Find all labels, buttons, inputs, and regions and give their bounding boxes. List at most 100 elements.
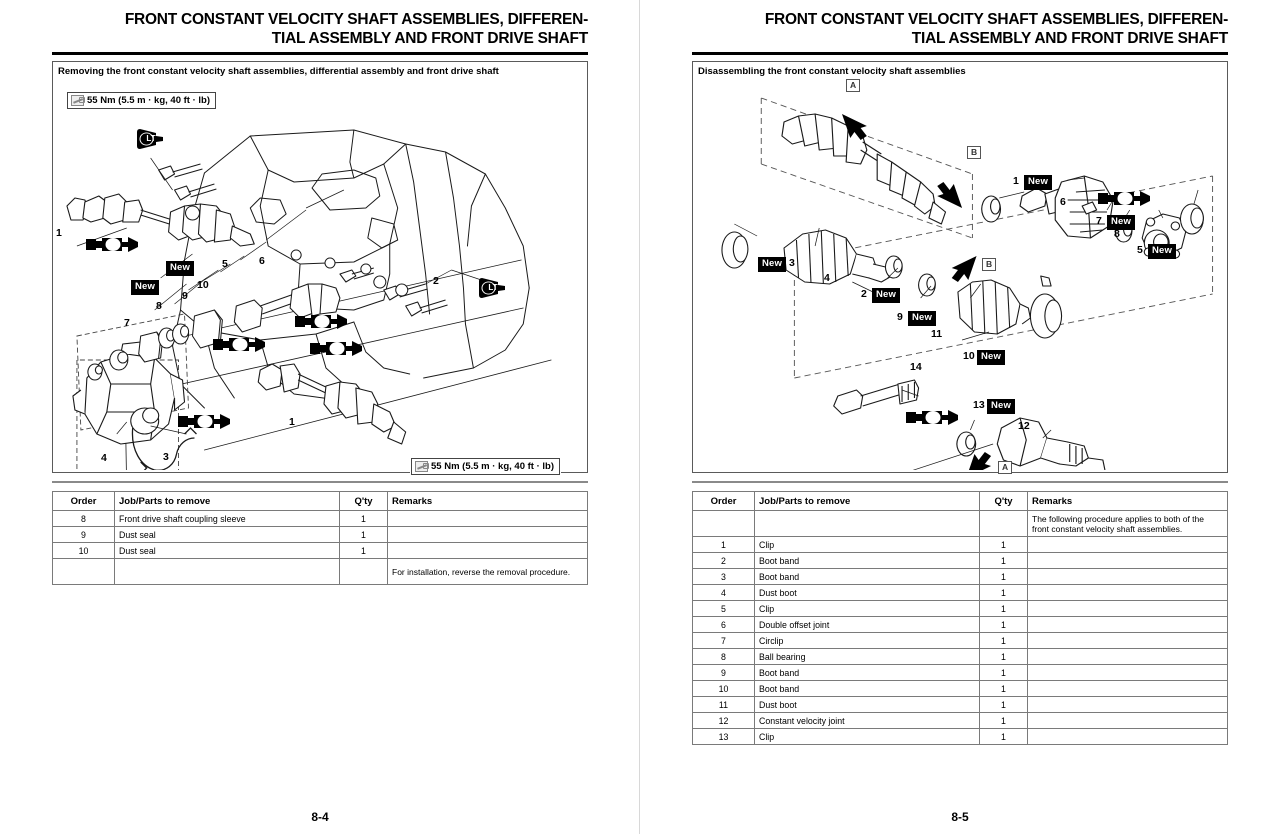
cell-job: Dust seal	[114, 526, 340, 543]
table-row: For installation, reverse the removal pr…	[52, 558, 588, 585]
left-parts-table: Order Job/Parts to remove Q'ty Remarks 8…	[52, 491, 588, 585]
torque-spec-bottom: 55 Nm (5.5 m · kg, 40 ft · lb)	[411, 458, 560, 475]
cell-remarks	[387, 542, 588, 559]
right-figure-caption: Disassembling the front constant velocit…	[698, 66, 966, 77]
cell-job: Dust boot	[754, 584, 980, 601]
cell-job: Boot band	[754, 680, 980, 697]
cell-remarks	[387, 526, 588, 543]
col-job: Job/Parts to remove	[114, 491, 340, 511]
cell-job: Clip	[754, 600, 980, 617]
cell-remarks	[1027, 696, 1228, 713]
cell-qty: 1	[979, 600, 1028, 617]
cell-remarks	[1027, 728, 1228, 745]
col-job: Job/Parts to remove	[754, 491, 980, 511]
cell-remarks	[1027, 584, 1228, 601]
cell-qty: 1	[979, 552, 1028, 569]
cell-order: 8	[692, 648, 755, 665]
cell-order: 4	[692, 584, 755, 601]
cell-order: 13	[692, 728, 755, 745]
cell-order: 1	[692, 536, 755, 553]
left-page-title-line2: TIAL ASSEMBLY AND FRONT DRIVE SHAFT	[271, 30, 588, 47]
cell-job: Constant velocity joint	[754, 712, 980, 729]
cell-remarks	[1027, 568, 1228, 585]
cell-qty: 1	[339, 510, 388, 527]
cell-qty	[979, 510, 1028, 537]
cell-order: 8	[52, 510, 115, 527]
right-table-top-rule	[692, 481, 1228, 483]
cell-qty: 1	[979, 696, 1028, 713]
cell-remarks	[1027, 632, 1228, 649]
cell-remarks: The following procedure applies to both …	[1027, 510, 1228, 537]
torque-wrench-icon	[415, 461, 429, 472]
cell-job: Front drive shaft coupling sleeve	[114, 510, 340, 527]
cell-remarks	[1027, 536, 1228, 553]
cell-order: 3	[692, 568, 755, 585]
cell-order	[52, 558, 115, 585]
cell-job: Ball bearing	[754, 648, 980, 665]
right-page-title-line1: FRONT CONSTANT VELOCITY SHAFT ASSEMBLIES…	[764, 11, 1228, 28]
table-header-row: Order Job/Parts to remove Q'ty Remarks	[692, 491, 1228, 511]
cell-qty: 1	[979, 712, 1028, 729]
torque-wrench-icon	[71, 95, 85, 106]
right-figure-panel: Disassembling the front constant velocit…	[692, 61, 1228, 473]
cell-job: Clip	[754, 728, 980, 745]
cell-job: Boot band	[754, 568, 980, 585]
left-title-rule	[52, 52, 588, 55]
right-figure-canvas	[695, 78, 1225, 470]
left-figure-panel: Removing the front constant velocity sha…	[52, 61, 588, 475]
cell-qty: 1	[979, 584, 1028, 601]
cell-remarks	[1027, 648, 1228, 665]
left-page-number: 8-4	[311, 810, 329, 824]
cell-job: Dust boot	[754, 696, 980, 713]
cell-remarks	[1027, 552, 1228, 569]
right-page-number: 8-5	[951, 810, 969, 824]
cell-qty: 1	[979, 632, 1028, 649]
cell-order: 7	[692, 632, 755, 649]
page-gutter-divider	[639, 0, 640, 834]
col-qty: Q'ty	[979, 491, 1028, 511]
left-figure-canvas	[55, 78, 585, 470]
cell-order: 10	[52, 542, 115, 559]
right-page-title: FRONT CONSTANT VELOCITY SHAFT ASSEMBLIES…	[692, 10, 1228, 51]
cell-qty: 1	[979, 680, 1028, 697]
left-exploded-diagram	[66, 129, 552, 470]
right-parts-table: Order Job/Parts to remove Q'ty Remarks T…	[692, 491, 1228, 745]
cell-qty: 1	[979, 536, 1028, 553]
left-page-title: FRONT CONSTANT VELOCITY SHAFT ASSEMBLIES…	[52, 10, 588, 51]
col-remarks: Remarks	[387, 491, 588, 511]
right-title-rule	[692, 52, 1228, 55]
cell-qty: 1	[979, 664, 1028, 681]
cell-remarks	[1027, 712, 1228, 729]
cell-order: 6	[692, 616, 755, 633]
cell-qty	[339, 558, 388, 585]
cell-order: 9	[692, 664, 755, 681]
col-remarks: Remarks	[1027, 491, 1228, 511]
col-order: Order	[52, 491, 115, 511]
right-page-title-line2: TIAL ASSEMBLY AND FRONT DRIVE SHAFT	[911, 30, 1228, 47]
cell-qty: 1	[339, 526, 388, 543]
cell-job: Clip	[754, 536, 980, 553]
cell-qty: 1	[339, 542, 388, 559]
cell-job: Double offset joint	[754, 616, 980, 633]
col-order: Order	[692, 491, 755, 511]
col-qty: Q'ty	[339, 491, 388, 511]
left-page-title-line1: FRONT CONSTANT VELOCITY SHAFT ASSEMBLIES…	[124, 11, 588, 28]
cell-order	[692, 510, 755, 537]
left-figure-caption: Removing the front constant velocity sha…	[58, 66, 499, 77]
torque-spec-top-value: 55 Nm (5.5 m · kg, 40 ft · lb)	[87, 95, 210, 106]
